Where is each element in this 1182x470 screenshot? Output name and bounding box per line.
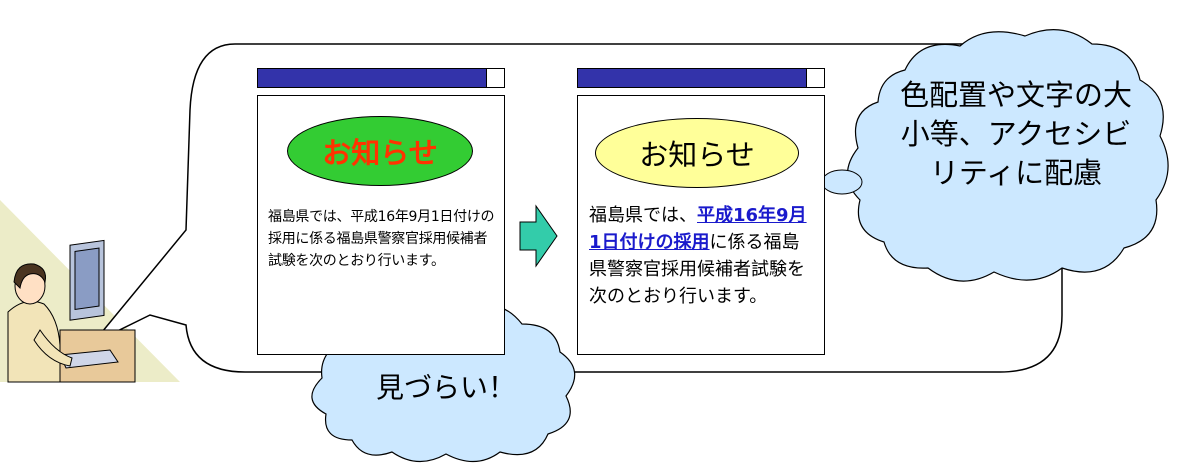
right-notice-label: お知らせ [639, 138, 755, 172]
cloud-trail-bubble [821, 169, 863, 195]
left-notice-label: お知らせ [322, 136, 438, 170]
right-notice-body: 福島県では、平成16年9月1日付けの採用に係る福島県警察官採用候補者試験を次のと… [589, 202, 815, 310]
left-window-title-bar [257, 68, 505, 88]
cloud-top-right-text: 色配置や文字の大小等、アクセシビリティに配慮 [900, 78, 1133, 190]
right-window-title-bar [577, 68, 825, 88]
window-button [486, 69, 504, 87]
user-at-computer-icon [7, 239, 136, 383]
date-link[interactable]: 平成16年9月1日付けの採用 [589, 205, 807, 253]
left-notice-oval: お知らせ [287, 116, 473, 186]
left-notice-body: 福島県では、平成16年9月1日付けの採用に係る福島県警察官採用候補者試験を次のと… [268, 209, 495, 269]
window-button [806, 69, 824, 87]
arrow-right-icon [519, 204, 558, 268]
cloud-bottom-text: 見づらい！ [375, 371, 516, 404]
right-body-after: に係る福島県警察官採用候補者試験を次のとおり行います。 [589, 232, 805, 307]
right-body-before: 福島県では、 [589, 205, 697, 226]
right-notice-oval: お知らせ [595, 118, 799, 188]
